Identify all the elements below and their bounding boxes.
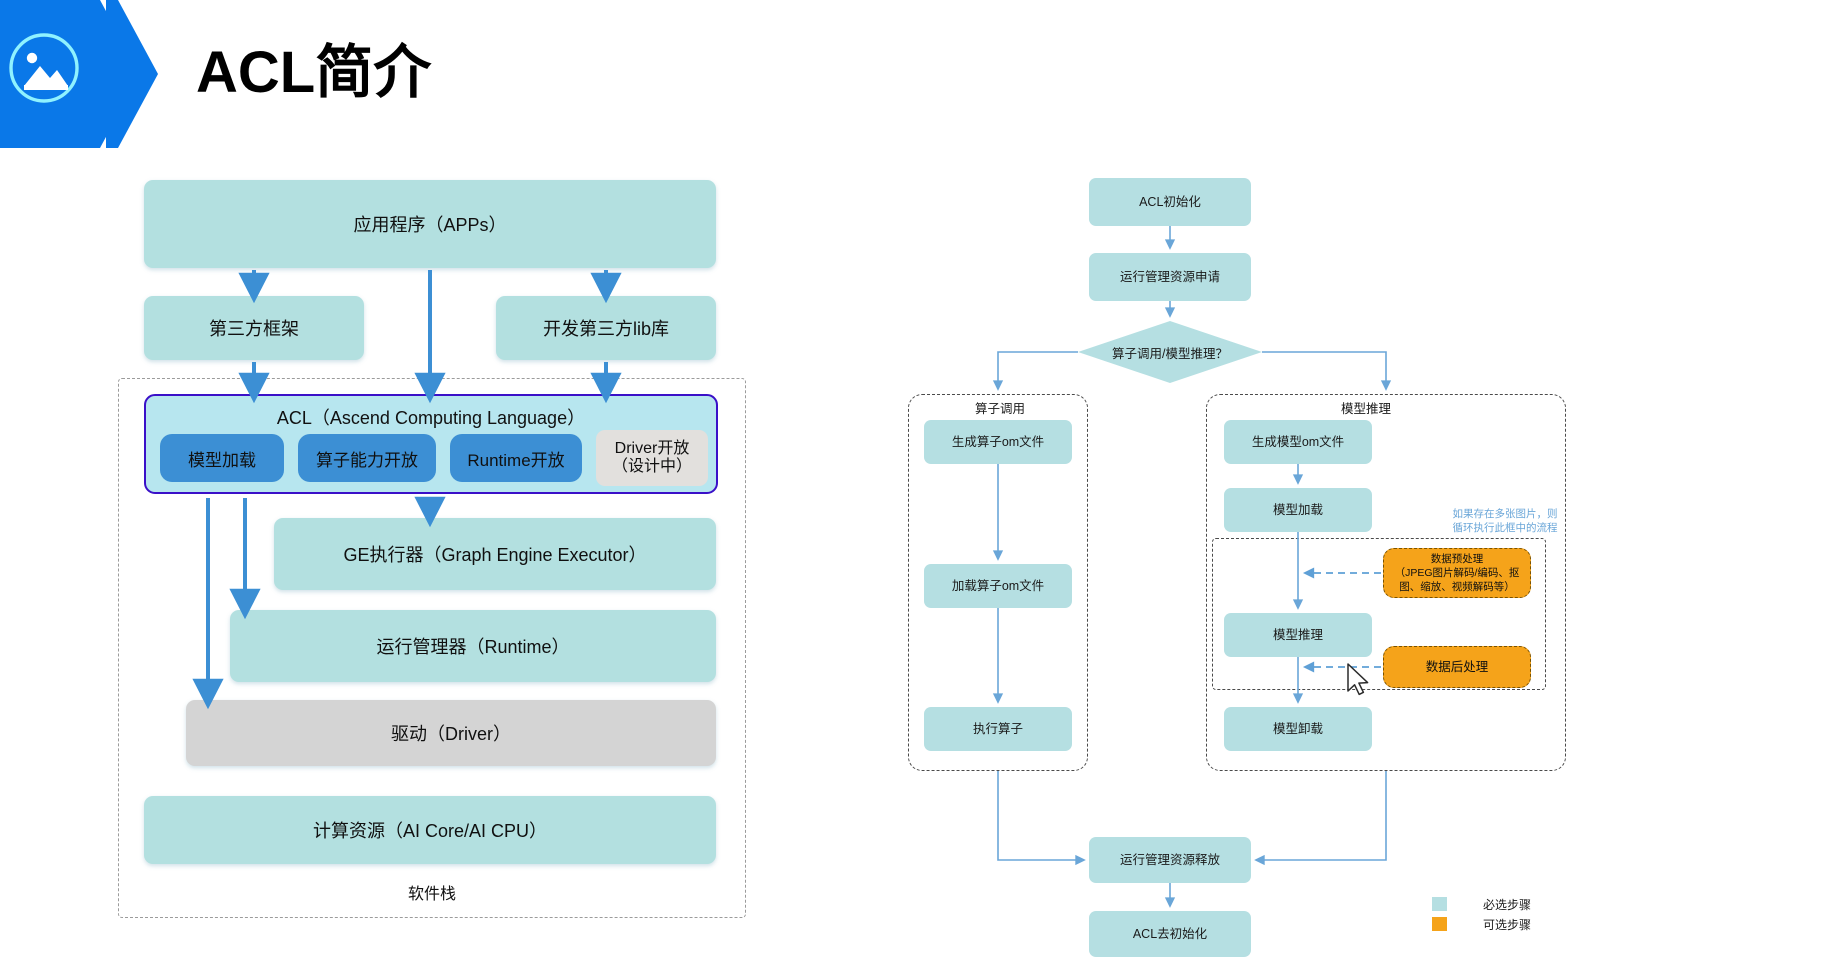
legend-row-must: 必选步骤 (1432, 896, 1531, 912)
group-model-inference-title: 模型推理 (1326, 398, 1406, 417)
group-loop-container (1212, 538, 1546, 690)
acl-group-title: ACL（Ascend Computing Language） (276, 408, 586, 428)
image-picture-icon (9, 33, 79, 103)
legend: 必选步骤 可选步骤 (1432, 896, 1531, 936)
loop-annotation: 如果存在多张图片，则 循环执行此框中的流程 (1420, 507, 1590, 535)
legend-row-optional: 可选步骤 (1432, 916, 1531, 932)
acl-module-driver-open[interactable]: Driver开放 （设计中） (596, 430, 708, 486)
flow-model-load[interactable]: 模型加载 (1224, 488, 1372, 532)
legend-swatch-must (1432, 897, 1447, 911)
page-title: ACL简介 (196, 40, 432, 105)
box-third-party-framework[interactable]: 第三方框架 (144, 296, 364, 360)
acl-group[interactable]: ACL（Ascend Computing Language） 模型加载 算子能力… (144, 394, 718, 494)
legend-label-must: 必选步骤 (1483, 897, 1532, 912)
acl-module-runtime-open[interactable]: Runtime开放 (450, 434, 582, 482)
box-compute-resource[interactable]: 计算资源（AI Core/AI CPU） (144, 796, 716, 864)
preprocess-line1: 数据预处理 (1430, 552, 1484, 565)
group-operator-call-title: 算子调用 (960, 398, 1040, 417)
flow-execute-operator[interactable]: 执行算子 (924, 707, 1072, 751)
acl-module-driver-line1: Driver开放 (614, 439, 690, 457)
box-third-party-lib[interactable]: 开发第三方lib库 (496, 296, 716, 360)
software-stack-caption: 软件栈 (407, 886, 456, 903)
group-model-inference (1206, 394, 1566, 771)
box-driver[interactable]: 驱动（Driver） (186, 700, 716, 766)
legend-label-optional: 可选步骤 (1483, 917, 1532, 932)
flow-model-unload[interactable]: 模型卸载 (1224, 707, 1372, 751)
group-operator-call (908, 394, 1088, 771)
header-banner (0, 0, 160, 148)
acl-module-model-load[interactable]: 模型加载 (160, 434, 284, 482)
acl-module-driver-line2: （设计中） (611, 458, 692, 475)
box-apps[interactable]: 应用程序（APPs） (144, 180, 716, 268)
flow-resource-release[interactable]: 运行管理资源释放 (1089, 837, 1251, 883)
preprocess-line2: （JPEG图片解码/编码、抠 (1394, 566, 1520, 579)
flow-acl-deinit[interactable]: ACL去初始化 (1089, 911, 1251, 957)
acl-module-operator-capability[interactable]: 算子能力开放 (298, 434, 436, 482)
flow-load-operator-om[interactable]: 加载算子om文件 (924, 564, 1072, 608)
flow-acl-init[interactable]: ACL初始化 (1089, 178, 1251, 226)
box-runtime-manager[interactable]: 运行管理器（Runtime） (230, 610, 716, 682)
legend-swatch-optional (1432, 917, 1447, 931)
box-ge-executor[interactable]: GE执行器（Graph Engine Executor） (274, 518, 716, 590)
loop-annotation-line2: 循环执行此框中的流程 (1452, 522, 1558, 535)
flow-decision[interactable]: 算子调用/模型推理？ (1078, 321, 1262, 383)
preprocess-line3: 图、缩放、视频解码等） (1399, 581, 1515, 594)
flow-model-inference[interactable]: 模型推理 (1224, 613, 1372, 657)
flow-resource-apply[interactable]: 运行管理资源申请 (1089, 253, 1251, 301)
flow-data-preprocess[interactable]: 数据预处理 （JPEG图片解码/编码、抠 图、缩放、视频解码等） (1383, 548, 1531, 598)
flow-gen-model-om[interactable]: 生成模型om文件 (1224, 420, 1372, 464)
flow-data-postprocess[interactable]: 数据后处理 (1383, 646, 1531, 688)
loop-annotation-line1: 如果存在多张图片，则 (1452, 508, 1558, 520)
flow-gen-operator-om[interactable]: 生成算子om文件 (924, 420, 1072, 464)
